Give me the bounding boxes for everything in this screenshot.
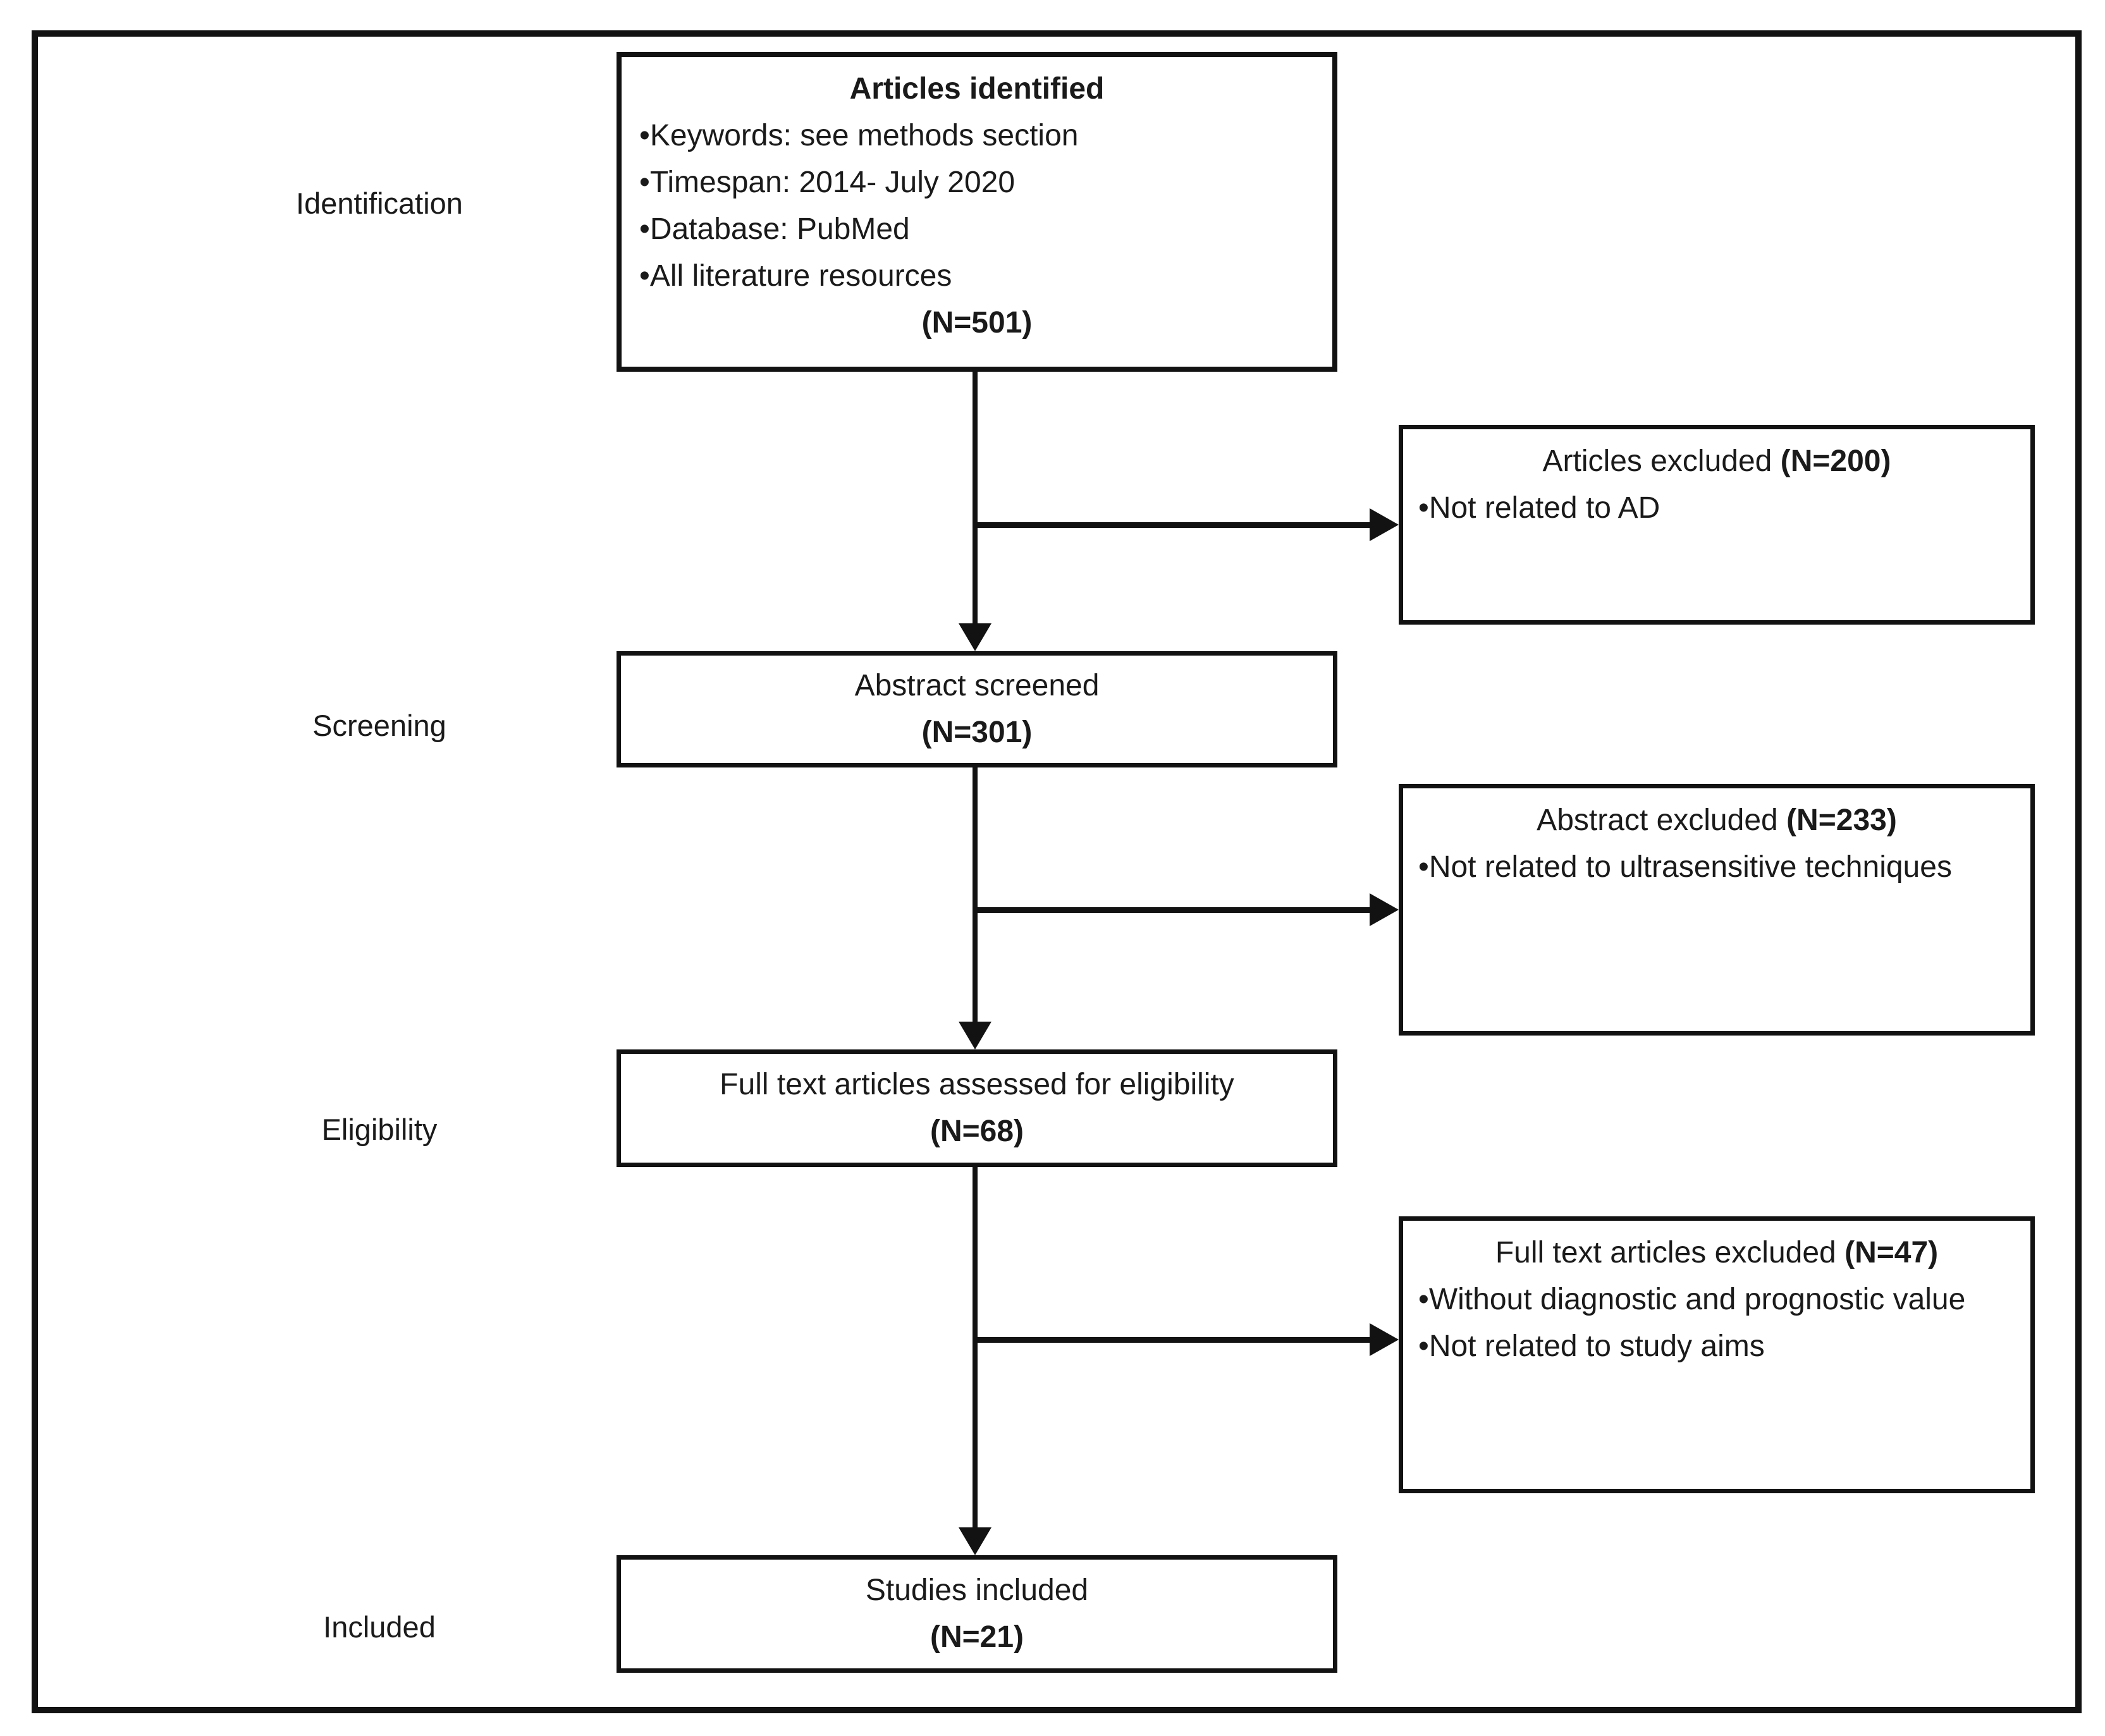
bullet-icon: • — [639, 259, 650, 293]
title-text: Full text articles excluded — [1495, 1236, 1836, 1269]
arrowhead-down-icon — [959, 1022, 991, 1049]
bullet-text: Without diagnostic and prognostic value — [1428, 1283, 1966, 1316]
arrowhead-right-icon — [1370, 893, 1399, 926]
box-fulltext-assessed-count: (N=68) — [930, 1115, 1024, 1148]
stage-label-included: Included — [323, 1610, 436, 1644]
connector-identified-to-screened — [973, 372, 978, 623]
box-abstract-screened: Abstract screened (N=301) — [617, 651, 1337, 767]
list-item: •Not related to study aims — [1418, 1323, 2015, 1370]
arrowhead-down-icon — [959, 623, 991, 651]
branch-to-abstract-excluded — [975, 907, 1373, 913]
box-fulltext-excluded-title: Full text articles excluded (N=47) — [1418, 1230, 2015, 1276]
box-abstract-excluded-title: Abstract excluded (N=233) — [1418, 797, 2015, 844]
bullet-icon: • — [1418, 1283, 1429, 1316]
bullet-icon: • — [1418, 491, 1429, 525]
list-item: •Database: PubMed — [639, 206, 1315, 253]
count-text: (N=233) — [1786, 804, 1897, 837]
arrowhead-right-icon — [1370, 1323, 1399, 1356]
branch-to-articles-excluded — [975, 522, 1373, 528]
box-articles-excluded: Articles excluded (N=200) •Not related t… — [1399, 425, 2035, 625]
connector-screened-to-assessed — [973, 767, 978, 1022]
bullet-icon: • — [639, 119, 650, 152]
box-abstract-screened-count: (N=301) — [921, 716, 1033, 749]
bullet-text: Keywords: see methods section — [649, 119, 1079, 152]
stage-label-screening: Screening — [312, 709, 446, 742]
box-fulltext-assessed: Full text articles assessed for eligibil… — [617, 1049, 1337, 1167]
list-item: •Timespan: 2014- July 2020 — [639, 159, 1315, 206]
box-fulltext-assessed-title: Full text articles assessed for eligibil… — [720, 1068, 1234, 1101]
box-abstract-excluded: Abstract excluded (N=233) •Not related t… — [1399, 784, 2035, 1036]
bullet-icon: • — [1418, 850, 1429, 884]
box-abstract-screened-title: Abstract screened — [854, 669, 1100, 702]
box-studies-included: Studies included (N=21) — [617, 1555, 1337, 1673]
count-text: (N=200) — [1780, 444, 1891, 478]
box-fulltext-excluded: Full text articles excluded (N=47) •With… — [1399, 1216, 2035, 1493]
bullet-text: Not related to study aims — [1428, 1330, 1765, 1363]
box-articles-excluded-title: Articles excluded (N=200) — [1418, 438, 2015, 485]
bullet-text: Not related to ultrasensitive techniques — [1428, 850, 1952, 884]
title-text: Abstract excluded — [1537, 804, 1778, 837]
connector-assessed-to-included — [973, 1167, 978, 1527]
count-text: (N=47) — [1844, 1236, 1939, 1269]
arrowhead-right-icon — [1370, 508, 1399, 541]
box-articles-identified: Articles identified •Keywords: see metho… — [617, 52, 1337, 372]
bullet-text: Timespan: 2014- July 2020 — [649, 166, 1016, 199]
bullet-icon: • — [639, 212, 650, 246]
arrowhead-down-icon — [959, 1527, 991, 1555]
bullet-text: Database: PubMed — [649, 212, 910, 246]
box-articles-identified-count: (N=501) — [921, 306, 1033, 339]
title-text: Articles excluded — [1542, 444, 1772, 478]
branch-to-fulltext-excluded — [975, 1337, 1373, 1343]
list-item: •Not related to ultrasensitive technique… — [1418, 844, 2015, 891]
list-item: •Keywords: see methods section — [639, 113, 1315, 159]
list-item: •Not related to AD — [1418, 485, 2015, 532]
bullet-icon: • — [639, 166, 650, 199]
bullet-icon: • — [1418, 1330, 1429, 1363]
box-articles-identified-title: Articles identified — [849, 72, 1105, 106]
list-item: •All literature resources — [639, 253, 1315, 300]
box-studies-included-count: (N=21) — [930, 1620, 1024, 1654]
stage-label-identification: Identification — [296, 186, 463, 220]
stage-label-eligibility: Eligibility — [321, 1113, 438, 1146]
list-item: •Without diagnostic and prognostic value — [1418, 1276, 2015, 1323]
bullet-text: Not related to AD — [1428, 491, 1660, 525]
bullet-text: All literature resources — [649, 259, 952, 293]
box-studies-included-title: Studies included — [865, 1574, 1089, 1607]
